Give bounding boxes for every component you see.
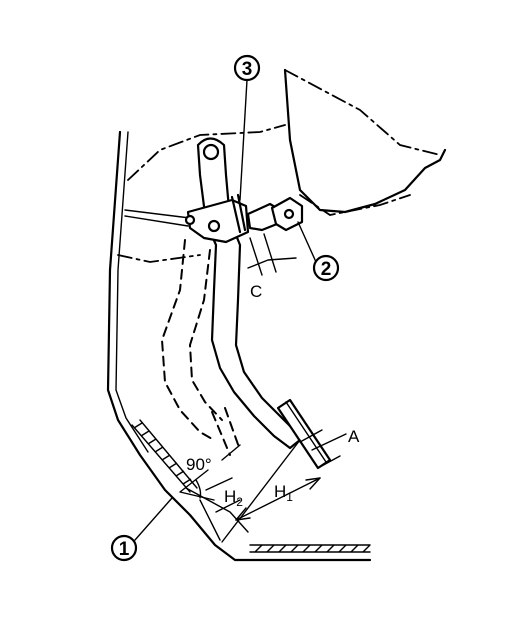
- h1-arrow-right: [305, 477, 321, 490]
- callout-1-circle: [110, 534, 138, 562]
- switch-plunger: [283, 208, 295, 220]
- leader-1: [134, 497, 173, 541]
- a-label: A: [348, 427, 360, 446]
- callout-3-text: 3: [242, 59, 253, 80]
- push-rod: [124, 209, 191, 227]
- floor-wall-inner: [115, 131, 149, 453]
- c-dim-line: [247, 257, 297, 269]
- pedal-pivot: [202, 143, 220, 161]
- pedal-arm: [196, 137, 302, 450]
- angle-label: 90°: [186, 455, 212, 474]
- callout-3-circle: [233, 54, 261, 82]
- a-extension: [299, 429, 341, 469]
- h2-extension: [205, 477, 241, 513]
- h1-label: H1: [274, 482, 293, 504]
- clevis-bracket: [186, 198, 250, 244]
- pedal-pad-depressed-b: [224, 407, 241, 451]
- pedal-depressed-left: [160, 239, 215, 441]
- dash-panel-edge: [283, 68, 447, 214]
- c-extension: [249, 233, 277, 276]
- angle-ref-line: [185, 487, 249, 533]
- clevis-pin: [207, 219, 221, 233]
- pedal-pad-line: [285, 401, 327, 463]
- h1-extension: [221, 439, 301, 543]
- leader-2: [297, 221, 317, 263]
- callout-2-circle: [312, 254, 340, 282]
- h1-arrow-left: [235, 507, 251, 521]
- c-label: C: [250, 282, 262, 301]
- angle-lines: [179, 469, 215, 501]
- carpet-hatching: [133, 422, 192, 485]
- leader-3: [239, 79, 248, 201]
- floor-hatching: [254, 544, 371, 553]
- dash-outline-lower: [117, 254, 201, 263]
- h2-label: H2: [224, 487, 243, 509]
- clevis-pin-rod: [184, 214, 196, 226]
- a-dim-line: [311, 433, 347, 451]
- stopper-bracket: [230, 193, 247, 234]
- dash-outline-top: [127, 124, 286, 181]
- callout-2-text: 2: [321, 259, 332, 280]
- floor-wall-outer: [106, 130, 372, 562]
- h1-dim-line: [235, 477, 321, 521]
- h2-dim-line: [199, 499, 221, 541]
- callout-1-text: 1: [119, 539, 130, 560]
- angle-arc: [195, 479, 202, 499]
- pedal-pad-depressed: [211, 411, 231, 456]
- dash-outline-right: [284, 69, 441, 156]
